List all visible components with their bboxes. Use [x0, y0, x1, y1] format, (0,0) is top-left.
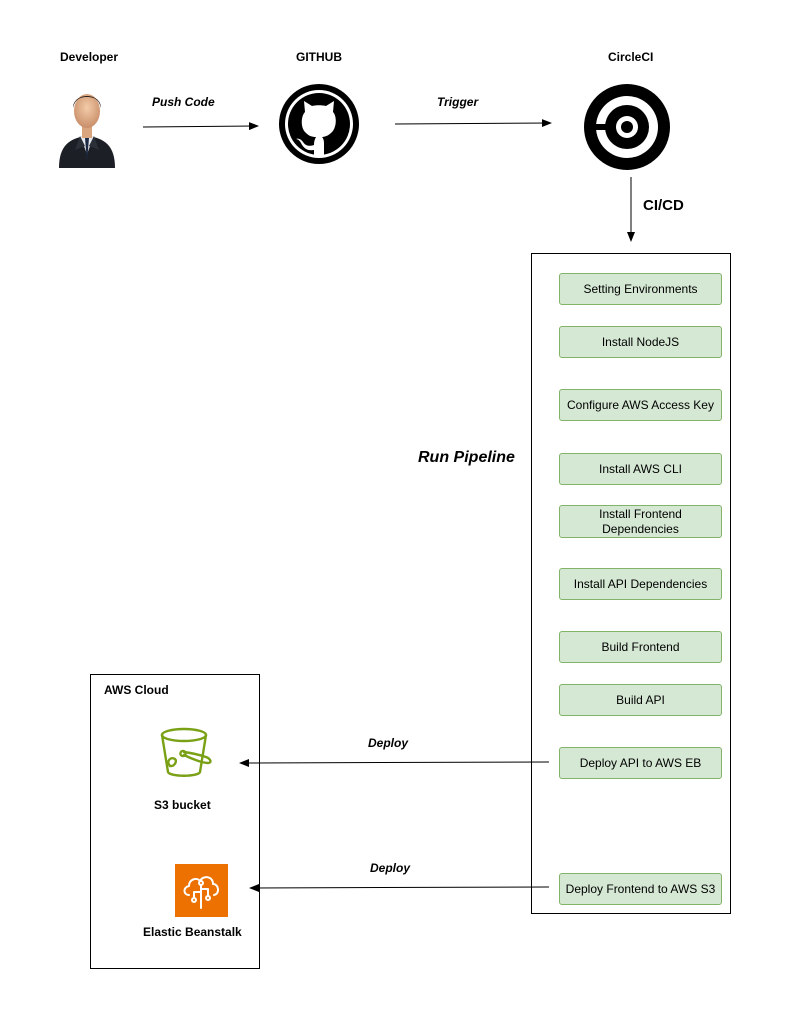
run-pipeline-label: Run Pipeline [418, 449, 515, 466]
businessman-icon [59, 94, 115, 168]
aws-cloud-container [90, 674, 260, 969]
deploy-frontend-label: Deploy [370, 861, 411, 875]
step-install-api-dependencies: Install API Dependencies [559, 568, 722, 600]
step-build-frontend: Build Frontend [559, 631, 722, 663]
elastic-beanstalk-icon [175, 864, 228, 917]
github-octocat-icon [279, 84, 359, 164]
developer-label: Developer [60, 50, 119, 64]
github-label: GITHUB [296, 50, 342, 64]
step-deploy-frontend-to-aws-s3: Deploy Frontend to AWS S3 [559, 873, 722, 905]
trigger-label: Trigger [437, 95, 479, 109]
push-code-arrow [142, 122, 259, 131]
s3-bucket-icon [160, 727, 212, 777]
step-install-frontend-dependencies: Install Frontend Dependencies [559, 505, 722, 538]
deploy-api-label: Deploy [368, 736, 409, 750]
step-install-aws-cli: Install AWS CLI [559, 453, 722, 485]
step-setting-environments: Setting Environments [559, 273, 722, 305]
step-build-api: Build API [559, 684, 722, 716]
aws-cloud-title: AWS Cloud [104, 683, 169, 697]
step-install-nodejs: Install NodeJS [559, 326, 722, 358]
s3-bucket-label: S3 bucket [154, 798, 211, 812]
deploy-frontend-arrow [249, 883, 550, 892]
deploy-api-arrow [239, 758, 550, 767]
push-code-label: Push Code [152, 95, 215, 109]
circleci-logo-icon [584, 84, 670, 170]
trigger-arrow [394, 119, 552, 128]
cicd-label: CI/CD [643, 197, 684, 214]
step-configure-aws-access-key: Configure AWS Access Key [559, 389, 722, 421]
circleci-label: CircleCI [608, 50, 654, 64]
step-deploy-api-to-aws-eb: Deploy API to AWS EB [559, 747, 722, 779]
elastic-beanstalk-label: Elastic Beanstalk [143, 925, 242, 939]
